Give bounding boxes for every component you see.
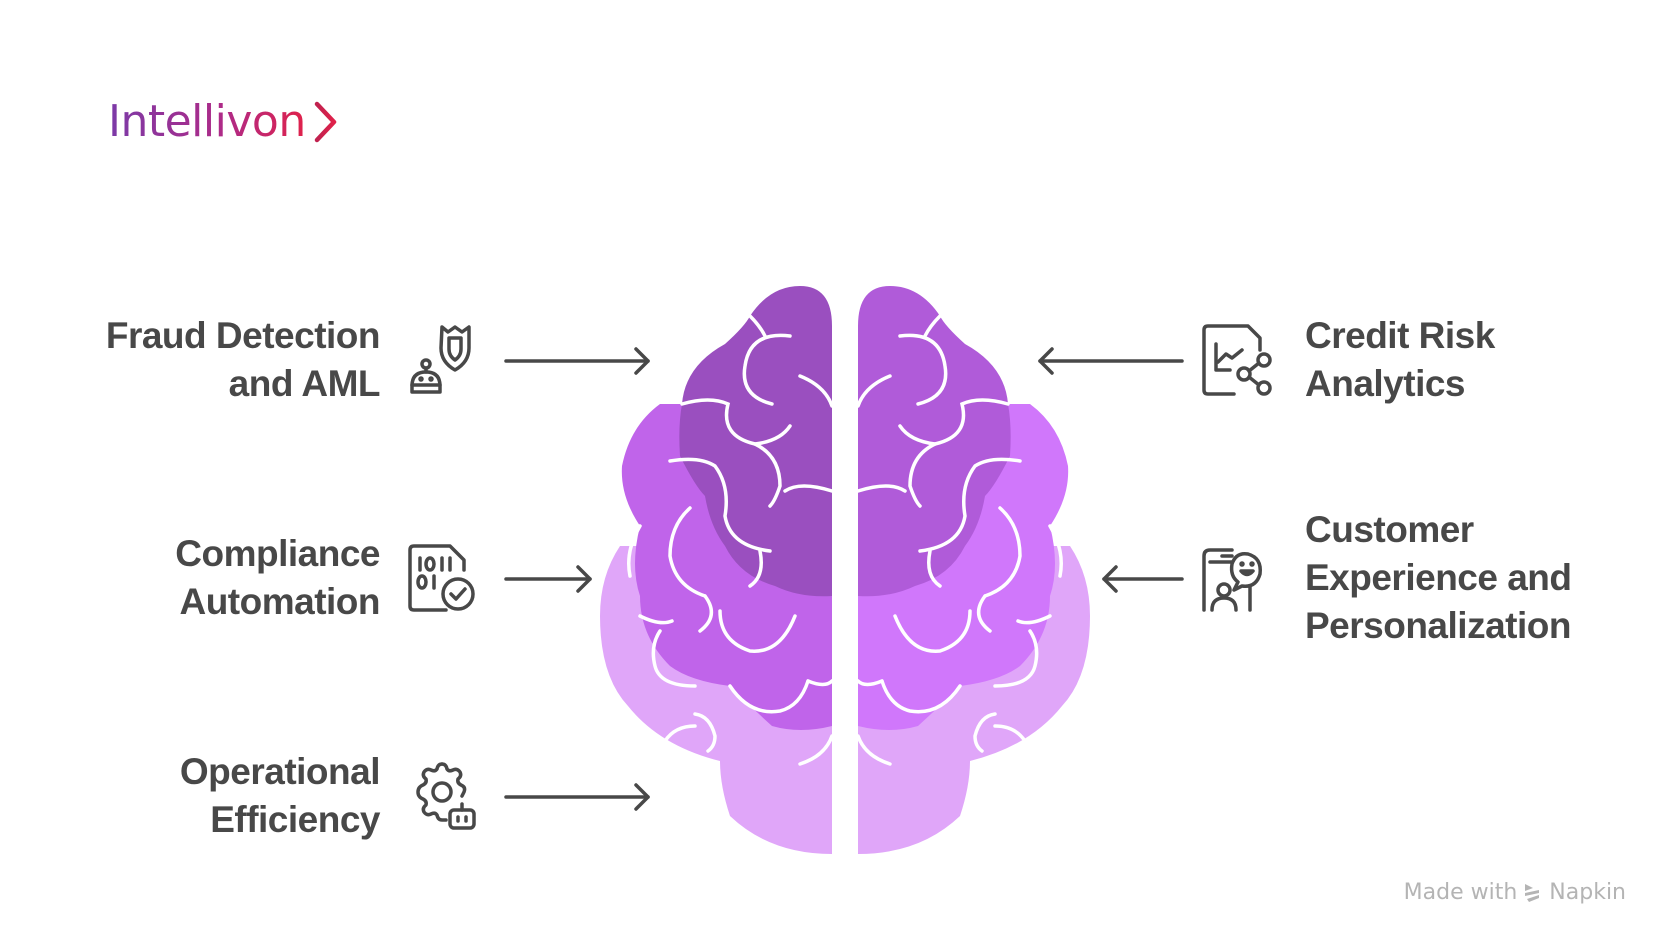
brand-logo: Intellivon: [108, 96, 338, 147]
brand-name: Intellivon: [108, 96, 306, 147]
arrow-right-icon: [504, 783, 650, 811]
label-line: Personalization: [1305, 605, 1571, 646]
robot-shield-icon: [410, 325, 471, 394]
label-line: Fraud Detection: [105, 315, 381, 356]
arrow-right-icon: [504, 565, 592, 593]
label-line: and AML: [228, 363, 381, 404]
label-line: Efficiency: [210, 799, 380, 840]
arrow-left-icon: [1102, 565, 1184, 593]
label-line: Experience and: [1305, 557, 1572, 598]
label-line: Compliance: [175, 533, 380, 574]
chevron-right-icon: [314, 101, 336, 142]
brain-right-hemisphere: [856, 286, 1090, 854]
label-fraud-detection: Fraud Detection and AML: [20, 312, 381, 408]
binary-document-check-icon: [408, 544, 475, 612]
phone-user-smiley-chat-icon: [1202, 548, 1262, 612]
made-with-napkin-watermark: Made with Napkin: [1404, 880, 1626, 905]
label-line: Credit Risk: [1305, 315, 1495, 356]
brain-icon: [600, 286, 1090, 854]
gear-robot-icon: [416, 762, 476, 830]
watermark-brand: Napkin: [1549, 880, 1626, 905]
label-compliance-automation: Compliance Automation: [20, 530, 380, 626]
label-line: Operational: [179, 751, 381, 792]
label-line: Automation: [179, 581, 380, 622]
label-credit-risk: Credit Risk Analytics: [1305, 312, 1645, 408]
label-line: Customer: [1305, 509, 1474, 550]
arrow-right-icon: [504, 347, 650, 375]
arrow-left-icon: [1038, 347, 1184, 375]
napkin-logo-icon: [1525, 883, 1540, 902]
label-line: Analytics: [1305, 363, 1466, 404]
brain-left-hemisphere: [600, 286, 834, 854]
label-customer-experience: Customer Experience and Personalization: [1305, 506, 1645, 650]
label-operational-efficiency: Operational Efficiency: [20, 748, 381, 844]
watermark-prefix: Made with: [1403, 880, 1518, 905]
chart-document-share-icon: [1202, 324, 1272, 396]
